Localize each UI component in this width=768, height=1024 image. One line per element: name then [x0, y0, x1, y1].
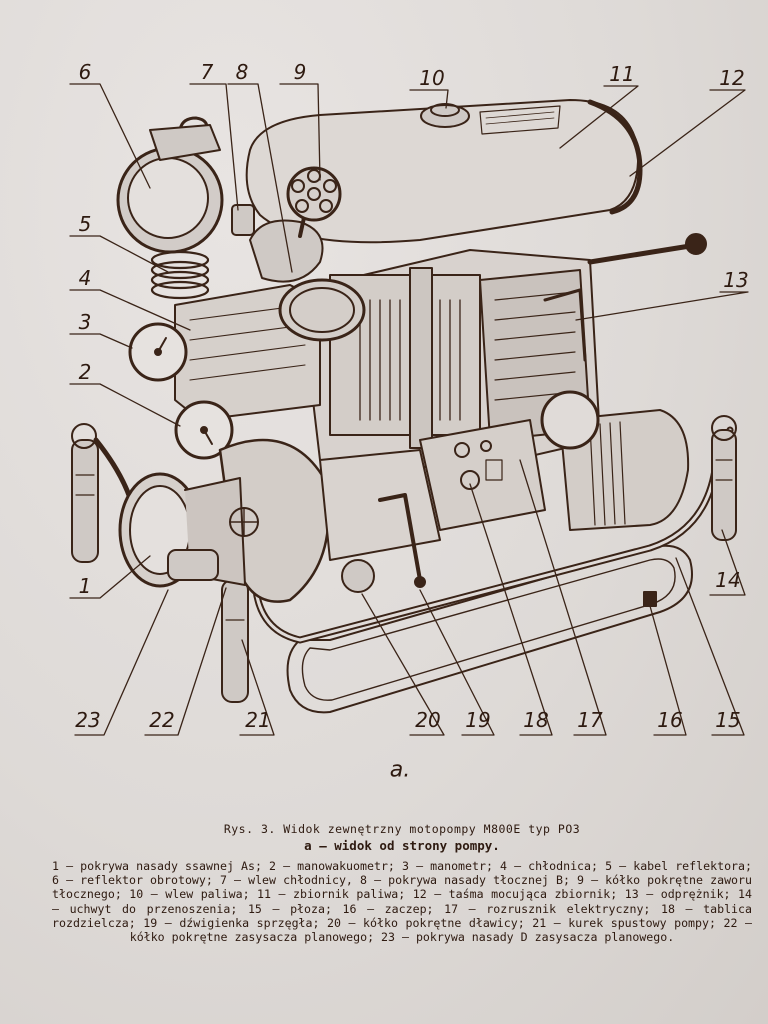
callout-15: 15	[715, 708, 741, 732]
pressure-port-cover	[278, 278, 366, 342]
leader-lines	[69, 83, 749, 736]
fuel-filler-cap	[420, 103, 470, 128]
callout-19: 19	[465, 708, 491, 732]
lever-rod	[587, 233, 707, 265]
callout-11: 11	[609, 62, 635, 86]
callout-10: 10	[419, 66, 445, 90]
callout-4: 4	[78, 266, 92, 290]
carry-handle-right	[711, 415, 737, 541]
callout-22: 22	[149, 708, 175, 732]
callout-21: 21	[245, 708, 271, 732]
drain-cock-leg	[221, 579, 249, 703]
figure-subtitle: a — widok od strony pompy.	[304, 838, 500, 853]
pressure-gauge	[128, 322, 188, 382]
frame-tube	[251, 426, 734, 644]
figure-title: Rys. 3. Widok zewnętrzny motopompy M800E…	[223, 822, 581, 836]
callout-18: 18	[523, 708, 549, 732]
callout-7: 7	[200, 60, 214, 84]
figure-legend: 1 — pokrywa nasady ssawnej As; 2 — manow…	[52, 859, 752, 945]
callout-2: 2	[78, 360, 92, 384]
discharge-valve-handwheel	[286, 166, 342, 222]
pump-volute	[218, 438, 441, 603]
priming-handwheel	[229, 507, 259, 537]
priming-pump-cover	[167, 549, 219, 581]
callout-9: 9	[293, 60, 307, 84]
callout-16: 16	[657, 708, 683, 732]
fuel-tank	[245, 99, 643, 244]
callout-12: 12	[719, 66, 745, 90]
callout-3: 3	[78, 310, 92, 334]
rotary-spotlight	[116, 116, 224, 254]
callout-20: 20	[415, 708, 441, 732]
vacuum-pressure-gauge	[174, 400, 234, 460]
callout-17: 17	[577, 708, 603, 732]
view-sub-label: a.	[389, 757, 411, 783]
control-panel	[419, 419, 546, 531]
carry-handle-left	[71, 423, 133, 563]
callout-1: 1	[78, 574, 92, 598]
gland-handwheel	[341, 559, 375, 593]
callout-13: 13	[723, 268, 749, 292]
callout-14: 14	[715, 568, 741, 592]
figure-caption: Rys. 3. Widok zewnętrzny motopompy M800E…	[52, 822, 752, 944]
callout-6: 6	[78, 60, 92, 84]
clutch-lever	[378, 493, 426, 588]
callout-8: 8	[235, 60, 249, 84]
hitch	[643, 591, 657, 607]
callout-23: 23	[75, 708, 101, 732]
decompressor	[543, 288, 587, 362]
callout-5: 5	[78, 212, 92, 236]
electric-starter	[540, 390, 690, 531]
radiator-filler	[231, 204, 255, 236]
motor-pump-drawing	[69, 83, 749, 736]
spotlight-cable-coil	[150, 250, 210, 300]
